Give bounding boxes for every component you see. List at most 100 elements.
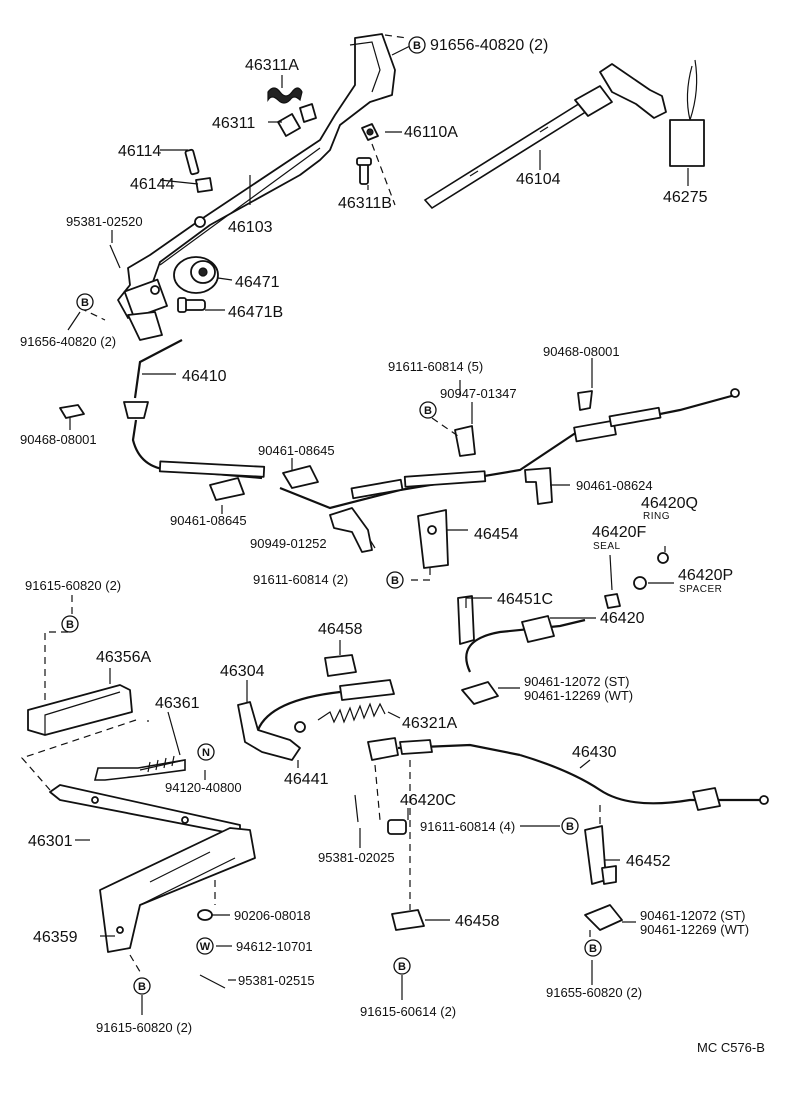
label-90461-12072-lower: 90461-12072 (ST) [640, 908, 746, 923]
rear-cable-46430 [519, 753, 769, 811]
label-46420P: 46420P [678, 567, 733, 584]
pin-46114 [184, 148, 200, 176]
label-46104: 46104 [516, 171, 561, 188]
marker-m12: B [357, 777, 365, 789]
leader-lines [20, 34, 689, 1015]
label-90947-01347: 90947-01347 [440, 386, 517, 401]
label-46304: 46304 [220, 663, 265, 680]
label-91615-60820-top: 91615-60820 (2) [25, 578, 121, 593]
bolt-46311B [356, 157, 372, 185]
label-46311B: 46311B [338, 195, 392, 212]
clip-90468-08001-left [59, 404, 85, 419]
equalizer-46420C [367, 737, 521, 761]
label-90468-08001-right: 90468-08001 [543, 344, 620, 359]
footer-code: MC C576-B [697, 1040, 765, 1055]
label-90461-08624: 90461-08624 [576, 478, 653, 493]
label-46359: 46359 [33, 929, 78, 946]
label-91656-40820-top: 91656-40820 (2) [430, 37, 548, 54]
washer-90206-08018 [197, 909, 213, 921]
label-46103: 46103 [228, 219, 273, 236]
marker-m10: B [393, 957, 411, 975]
label-46471: 46471 [235, 274, 280, 291]
marker-m2: B [76, 293, 94, 311]
marker-letter: B [81, 297, 89, 309]
label-91655-60820: 91655-60820 (2) [546, 985, 642, 1000]
label-46441: 46441 [284, 771, 329, 788]
bracket-46451C [457, 595, 475, 645]
markers: B B B B B N B W B B B B [61, 36, 602, 995]
marker-m4: B [386, 571, 404, 589]
seal-46420F [604, 593, 621, 609]
label-90468-08001-left: 90468-08001 [20, 432, 97, 447]
label-90461-08645-upper: 90461-08645 [258, 443, 335, 458]
label-46311: 46311 [212, 115, 255, 132]
label-90949-01252: 90949-01252 [250, 536, 327, 551]
pin-95381-02520 [109, 244, 121, 269]
marker-m6: N [197, 743, 215, 761]
front-cable-46410 [123, 339, 740, 510]
label-46420C: 46420C [400, 792, 456, 809]
label-46458-upper: 46458 [318, 621, 363, 638]
label-90461-12269-upper: 90461-12269 (WT) [524, 688, 633, 703]
bracket-90949-01252 [329, 507, 373, 553]
clip-46311A [267, 87, 303, 104]
label-46420: 46420 [600, 610, 645, 627]
label-95381-02515: 95381-02515 [238, 973, 315, 988]
cable-46420 [465, 615, 586, 673]
clamp-90461-08645-lower [209, 477, 245, 501]
label-91611-60814-2: 91611-60814 (2) [253, 572, 348, 587]
label-94612-10701: 94612-10701 [236, 939, 313, 954]
label-46430: 46430 [572, 744, 617, 761]
spacer-46420P [633, 576, 647, 590]
label-spacer: SPACER [679, 584, 722, 595]
label-90461-12269-lower: 90461-12269 (WT) [640, 922, 749, 937]
label-46451C: 46451C [497, 591, 553, 608]
label-91656-40820-left: 91656-40820 (2) [20, 334, 116, 349]
ring-46420Q [657, 552, 669, 564]
label-91611-60814-5: 91611-60814 (5) [388, 359, 483, 374]
marker-m11: B [133, 977, 151, 995]
label-46311A: 46311A [245, 57, 299, 74]
washer-46144 [195, 177, 213, 193]
clip-90468-08001-right [577, 390, 593, 411]
pulley-46471 [173, 256, 219, 294]
marker-letter: B [66, 619, 74, 631]
label-91615-60614: 91615-60614 (2) [360, 1004, 456, 1019]
part-labels: 91656-40820 (2) 46311A 46311 46110A 4611… [20, 37, 765, 1055]
label-91615-60820-bottom: 91615-60820 (2) [96, 1020, 192, 1035]
tag-46275 [669, 59, 705, 167]
label-46114: 46114 [118, 143, 161, 160]
label-90461-12072-upper: 90461-12072 (ST) [524, 674, 630, 689]
cover-46356A [27, 684, 133, 736]
label-46144: 46144 [130, 176, 175, 193]
label-46410: 46410 [182, 368, 227, 385]
label-46110A: 46110A [404, 124, 458, 141]
marker-letter: B [138, 981, 146, 993]
bracket-46452 [584, 825, 617, 885]
marker-letter: B [391, 575, 399, 587]
label-46420Q: 46420Q [641, 495, 698, 512]
marker-letter: B [398, 961, 406, 973]
label-46458-lower: 46458 [455, 913, 500, 930]
bolt-91611-60814-4 [387, 819, 407, 835]
label-95381-02025: 95381-02025 [318, 850, 395, 865]
bushing-46110A [361, 123, 379, 141]
marker-m3: B [419, 401, 437, 419]
bolt-46471B [177, 297, 206, 313]
marker-m5: B [61, 615, 79, 633]
handle-rod-46104 [423, 63, 667, 210]
marker-letter: B [413, 40, 421, 52]
pin-95381-02025 [354, 794, 359, 823]
label-seal: SEAL [593, 541, 621, 552]
marker-letter: N [202, 747, 210, 759]
label-ring: RING [643, 511, 670, 522]
marker-m8: W [196, 937, 214, 955]
label-46321A: 46321A [402, 715, 457, 732]
label-46452: 46452 [626, 853, 671, 870]
clamp-90461-12072-lower [584, 904, 623, 931]
label-95381-02520: 95381-02520 [66, 214, 143, 229]
label-90461-08645-lower: 90461-08645 [170, 513, 247, 528]
rod-46361 [93, 755, 186, 781]
